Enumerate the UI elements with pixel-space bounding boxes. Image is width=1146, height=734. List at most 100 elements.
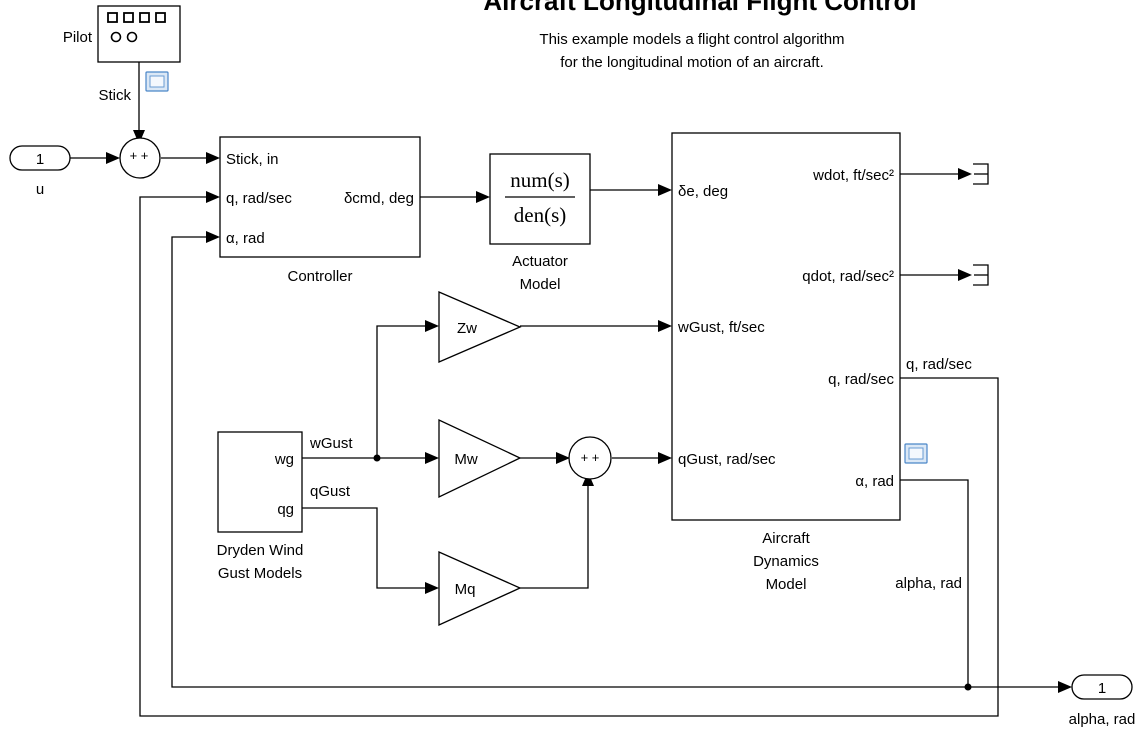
stick-signal-label: Stick xyxy=(98,87,131,104)
dryden-name-line-1: Dryden Wind xyxy=(217,542,304,559)
pilot-circle-icon xyxy=(126,31,138,43)
dryden-name-line-2: Gust Models xyxy=(218,565,302,582)
arrow-u xyxy=(106,152,120,164)
diagram-title: Aircraft Longitudinal Flight Control xyxy=(483,0,916,16)
aircraft-dynamics-block[interactable]: δe, deg wGust, ft/sec qGust, rad/sec wdo… xyxy=(671,132,901,521)
signal-label-q: q, rad/sec xyxy=(906,356,972,373)
gain-mq[interactable]: Mq xyxy=(438,550,522,627)
line-qgust xyxy=(302,507,425,589)
signal-lines xyxy=(70,62,1058,717)
gain-zw[interactable]: Zw xyxy=(438,291,522,363)
pilot-square-icon xyxy=(107,12,118,23)
controller-name: Controller xyxy=(287,268,352,285)
aircraft-port-qdot: qdot, rad/sec² xyxy=(802,268,894,285)
pilot-block[interactable]: Pilot xyxy=(63,5,181,63)
gain-zw-body[interactable] xyxy=(438,291,522,363)
aircraft-port-delta: δe, deg xyxy=(678,183,728,200)
branch-dot-wgust xyxy=(373,454,381,462)
signal-label-qgust: qGust xyxy=(310,483,351,500)
pilot-square-icon xyxy=(155,12,166,23)
inport-number: 1 xyxy=(36,151,44,168)
line-wgust-zw xyxy=(376,325,425,458)
line-mq-sum xyxy=(520,486,589,589)
aircraft-port-qgust: qGust, rad/sec xyxy=(678,451,776,468)
arrow-mw-in xyxy=(425,452,439,464)
controller-block-body[interactable] xyxy=(219,136,421,258)
pilot-label: Pilot xyxy=(63,29,93,46)
arrow-aircraft-delta xyxy=(658,184,672,196)
pilot-square-icon xyxy=(123,12,134,23)
aircraft-name-line-2: Dynamics xyxy=(753,553,819,570)
outport-name: alpha, rad xyxy=(1069,711,1136,728)
inport-u[interactable]: 1 xyxy=(9,145,71,171)
dryden-block[interactable]: wg qg xyxy=(217,431,303,533)
gain-mq-body[interactable] xyxy=(438,550,522,627)
gain-mw-body[interactable] xyxy=(438,418,522,499)
aircraft-dynamics-body[interactable] xyxy=(671,132,901,521)
arrow-controller-q xyxy=(206,191,220,203)
actuator-block-body[interactable] xyxy=(489,153,591,245)
terminator-wdot[interactable] xyxy=(973,163,989,185)
sum-stick[interactable]: + + xyxy=(119,137,161,179)
controller-port-alpha: α, rad xyxy=(226,230,265,247)
arrow-zw-in xyxy=(425,320,439,332)
outport-alpha[interactable]: 1 xyxy=(1071,674,1133,700)
pilot-square-icon xyxy=(139,12,150,23)
inport-name: u xyxy=(36,181,44,198)
arrowheads xyxy=(106,130,1072,693)
arrow-controller-alpha xyxy=(206,231,220,243)
arrow-aircraft-wgust xyxy=(658,320,672,332)
aircraft-name-line-3: Model xyxy=(766,576,807,593)
pilot-block-body[interactable] xyxy=(97,5,181,63)
controller-port-out: δcmd, deg xyxy=(344,190,414,207)
sum-gust-signs: + + xyxy=(581,450,600,465)
arrow-actuator-in xyxy=(476,191,490,203)
outport-alpha-body[interactable] xyxy=(1071,674,1133,700)
alpha-scope-screen xyxy=(908,447,924,460)
controller-port-q: q, rad/sec xyxy=(226,190,292,207)
branch-dot-alpha xyxy=(964,683,972,691)
aircraft-port-alpha: α, rad xyxy=(855,473,894,490)
sum-stick-body[interactable] xyxy=(119,137,161,179)
sum-gust-body[interactable] xyxy=(568,436,612,480)
subtitle-line-1: This example models a flight control alg… xyxy=(539,31,844,48)
controller-block[interactable]: Stick, in q, rad/sec α, rad δcmd, deg xyxy=(219,136,421,258)
pilot-circle-icon xyxy=(110,31,122,43)
arrow-wdot xyxy=(958,168,972,180)
actuator-name-line-1: Actuator xyxy=(512,253,568,270)
arrow-stick xyxy=(133,130,145,144)
inport-u-body[interactable] xyxy=(9,145,71,171)
gain-zw-label: Zw xyxy=(457,320,477,337)
gain-mw-label: Mw xyxy=(454,451,477,468)
arrow-mq-in xyxy=(425,582,439,594)
gain-mq-label: Mq xyxy=(455,581,476,598)
actuator-name-line-2: Model xyxy=(520,276,561,293)
aircraft-port-q: q, rad/sec xyxy=(828,371,894,388)
dryden-block-body[interactable] xyxy=(217,431,303,533)
controller-port-stick: Stick, in xyxy=(226,151,279,168)
dryden-port-wg: wg xyxy=(274,451,294,468)
aircraft-port-wdot: wdot, ft/sec² xyxy=(812,167,894,184)
gain-mw[interactable]: Mw xyxy=(438,418,522,499)
arrow-qdot xyxy=(958,269,972,281)
arrow-sum2-left xyxy=(556,452,570,464)
sum-stick-signs: + + xyxy=(130,148,149,163)
dryden-port-qg: qg xyxy=(277,501,294,518)
actuator-denominator: den(s) xyxy=(514,203,566,227)
alpha-scope-icon[interactable] xyxy=(904,443,928,464)
outport-number: 1 xyxy=(1098,680,1106,697)
actuator-block[interactable]: num(s) den(s) xyxy=(489,153,591,245)
signal-label-wgust: wGust xyxy=(309,435,353,452)
terminator-qdot[interactable] xyxy=(973,264,989,286)
aircraft-name-line-1: Aircraft xyxy=(762,530,810,547)
sum-gust[interactable]: + + xyxy=(568,436,612,480)
actuator-numerator: num(s) xyxy=(510,168,570,192)
signal-label-alpha: alpha, rad xyxy=(895,575,962,592)
stick-scope-screen xyxy=(149,75,165,88)
line-q-feedback xyxy=(139,196,999,717)
arrow-aircraft-qgust xyxy=(658,452,672,464)
stick-scope-icon[interactable] xyxy=(145,71,169,92)
subtitle-line-2: for the longitudinal motion of an aircra… xyxy=(560,54,823,71)
arrow-controller-stick xyxy=(206,152,220,164)
